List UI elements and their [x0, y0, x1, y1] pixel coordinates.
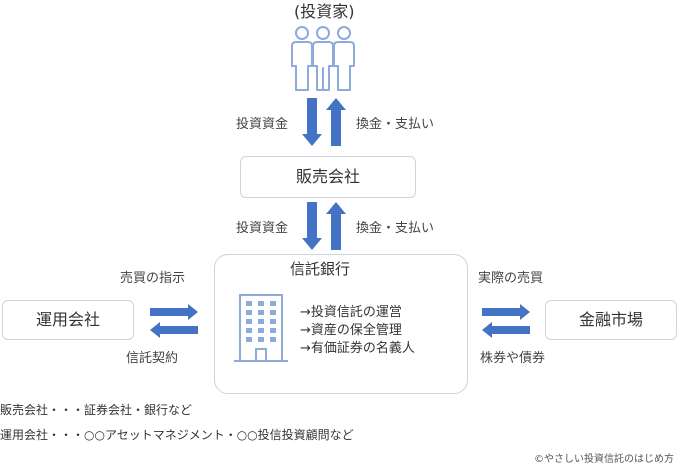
trust-bank-title: 信託銀行: [290, 260, 351, 278]
trust-bank-role-2: →資産の保全管理: [300, 323, 402, 338]
note-management-company: 運用会社・・・○○アセットマネジメント・○○投信投資顧問など: [0, 428, 354, 442]
management-company-label: 運用会社: [35, 310, 100, 329]
investors-label: (投資家): [294, 2, 355, 21]
investors-icon: [291, 26, 355, 91]
right-flow-top-label: 実際の売買: [478, 271, 544, 286]
investment-down-arrow-2: [302, 202, 322, 250]
securities-left-arrow: [482, 322, 530, 338]
sales-company-box: 販売会社: [240, 156, 416, 198]
mid-flow-arrows: [302, 202, 346, 250]
redemption-up-arrow: [326, 98, 346, 146]
management-company-box: 運用会社: [2, 300, 134, 340]
trust-bank-box: [214, 254, 468, 394]
top-flow-right-label: 換金・支払い: [356, 117, 435, 132]
right-flow-arrows: [482, 304, 530, 338]
credit-text: ©やさしい投資信託のはじめ方: [534, 454, 674, 465]
trade-right-arrow: [482, 304, 530, 320]
building-icon: [234, 294, 288, 362]
top-flow-left-label: 投資資金: [236, 117, 289, 132]
trust-bank-role-3: →有価証券の名義人: [300, 341, 415, 356]
left-flow-arrows: [150, 304, 198, 338]
redemption-up-arrow-2: [326, 202, 346, 250]
mid-flow-left-label: 投資資金: [236, 221, 289, 236]
trust-bank-role-1: →投資信託の運営: [300, 305, 402, 320]
contract-left-arrow: [150, 322, 198, 338]
instruction-right-arrow: [150, 304, 198, 320]
note-sales-company: 販売会社・・・証券会社・銀行など: [0, 403, 193, 417]
right-flow-bottom-label: 株券や債券: [480, 351, 546, 366]
top-flow-arrows: [302, 98, 346, 146]
left-flow-bottom-label: 信託契約: [126, 351, 179, 366]
mid-flow-right-label: 換金・支払い: [356, 221, 435, 236]
financial-market-label: 金融市場: [578, 310, 643, 329]
sales-company-label: 販売会社: [295, 167, 360, 186]
left-flow-top-label: 売買の指示: [120, 271, 186, 286]
investment-down-arrow: [302, 98, 322, 146]
financial-market-box: 金融市場: [545, 300, 677, 340]
